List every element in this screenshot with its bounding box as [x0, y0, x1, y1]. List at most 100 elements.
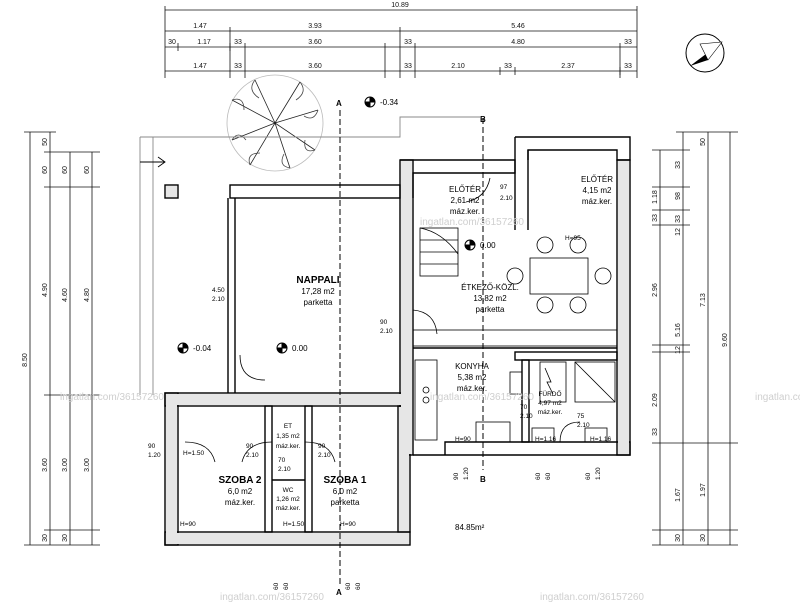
room-floor: máz.ker.	[582, 197, 612, 206]
room-floor: máz.ker.	[276, 443, 301, 450]
dim-r3-7: 2.37	[561, 63, 575, 70]
opening-dim: 70	[278, 457, 286, 464]
dim-right-j3: 2.96	[652, 283, 659, 297]
dim-right-i1: 33	[675, 161, 682, 169]
opening-dim: 90	[380, 319, 388, 326]
dim-right-i6: 12	[675, 346, 682, 354]
opening-dim: 2.10	[246, 452, 259, 459]
dim-right-m2: 7.13	[700, 293, 707, 307]
bathroom-fixtures-icon	[531, 361, 616, 443]
room-area: 1,35 m2	[276, 433, 300, 440]
dim-right-j1: 1.18	[652, 190, 659, 204]
opening-dim: 75	[577, 413, 585, 420]
dim-r2-3: 33	[234, 39, 242, 46]
svg-text:60: 60	[545, 472, 552, 480]
dim-left-m5: 30	[42, 534, 49, 542]
dim-r2-4: 3.60	[308, 39, 322, 46]
stair-icon	[419, 227, 459, 277]
room-name: ELŐTÉR	[581, 175, 613, 184]
watermark: ingatlan.com/3	[755, 392, 800, 403]
dim-left-m3: 4.90	[42, 283, 49, 297]
watermark: ingatlan.com/36157260	[60, 392, 164, 403]
dim-left-i3: 3.00	[62, 458, 69, 472]
dim-left-m4: 3.60	[42, 458, 49, 472]
dim-right-m1: 50	[700, 138, 707, 146]
dim-left-i1: 60	[62, 166, 69, 174]
room-name: KONYHA	[455, 362, 489, 371]
right-dimensions	[652, 131, 738, 546]
room-area: 6,0 m2	[333, 487, 358, 496]
room-name: ET	[284, 423, 292, 430]
section-marker-a-bottom: A	[336, 588, 342, 597]
opening-dim: 90	[246, 443, 254, 450]
terrace-stair-icon	[140, 156, 166, 168]
dim-left-i4: 30	[62, 534, 69, 542]
elevation-label: -0.34	[380, 98, 399, 107]
room-floor: parketta	[304, 298, 333, 307]
dim-r2-2: 1.17	[197, 39, 211, 46]
dim-right-i4: 12	[675, 228, 682, 236]
room-konyha: KONYHA 5,38 m2 máz.ker.	[455, 362, 489, 393]
room-area: 4,15 m2	[583, 186, 612, 195]
dim-top-3: 5.46	[511, 23, 525, 30]
svg-text:1.20: 1.20	[463, 467, 470, 480]
doors	[184, 177, 581, 463]
opening-dim: 2.10	[520, 413, 533, 420]
opening-dim: 97	[500, 184, 508, 191]
room-name: ÉTKEZŐ-KÖZL.	[461, 283, 519, 292]
elevation-label: 0.00	[480, 241, 496, 250]
section-marker-b-top: B	[480, 115, 486, 124]
kitchen-counter-icon	[412, 329, 618, 443]
room-szoba-2: SZOBA 2 6,0 m2 máz.ker.	[219, 475, 262, 507]
svg-text:60: 60	[345, 582, 352, 590]
dim-right-j4: 2.09	[652, 393, 659, 407]
room-wc: WC 1,26 m2 máz.ker.	[276, 487, 301, 512]
dim-left-j3: 3.00	[84, 458, 91, 472]
section-marker-a-top: A	[336, 99, 342, 108]
dim-r2-7: 33	[624, 39, 632, 46]
dim-r2-1: 30	[168, 39, 176, 46]
svg-text:60: 60	[535, 472, 542, 480]
dim-r3-2: 33	[234, 63, 242, 70]
svg-text:60: 60	[283, 582, 290, 590]
room-area: 1,26 m2	[276, 496, 300, 503]
dim-r3-8: 33	[624, 63, 632, 70]
dim-left-m1: 50	[42, 138, 49, 146]
window-height: H=90	[340, 521, 356, 528]
svg-text:90: 90	[453, 472, 460, 480]
room-floor: máz.ker.	[450, 207, 480, 216]
room-area: 2,61 m2	[451, 196, 480, 205]
room-name: FÜRDŐ	[538, 389, 561, 398]
room-nappali: NAPPALI 17,28 m2 parketta	[296, 275, 339, 307]
room-area: 4,97 m2	[538, 400, 562, 407]
room-name: NAPPALI	[296, 275, 339, 286]
dim-top-2: 3.93	[308, 23, 322, 30]
room-area: 13,82 m2	[473, 294, 507, 303]
svg-text:60: 60	[355, 582, 362, 590]
dim-r3-5: 2.10	[451, 63, 465, 70]
room-etkezo: ÉTKEZŐ-KÖZL. 13,82 m2 parketta	[461, 283, 519, 314]
north-arrow-icon	[685, 33, 725, 73]
opening-dim: 2.10	[500, 195, 513, 202]
dim-right-m3: 1.97	[700, 483, 707, 497]
dim-right-i8: 30	[675, 534, 682, 542]
elevation-icon	[464, 239, 476, 251]
room-name: SZOBA 2	[219, 475, 262, 486]
opening-dim: 90	[148, 443, 156, 450]
dim-right-i7: 1.67	[675, 488, 682, 502]
dim-r3-1: 1.47	[193, 63, 207, 70]
dim-left-m2: 60	[42, 166, 49, 174]
window-height: H=90	[180, 521, 196, 528]
elevation-icon	[276, 342, 288, 354]
dim-r2-6: 4.80	[511, 39, 525, 46]
opening-dim: 1.20	[148, 452, 161, 459]
watermark: ingatlan.com/36157260	[430, 392, 534, 403]
opening-dim: 2.10	[318, 452, 331, 459]
dim-right-i5: 5.16	[675, 323, 682, 337]
terrace-outline	[139, 116, 480, 395]
dim-r3-4: 33	[404, 63, 412, 70]
elevation-markers	[177, 96, 476, 354]
svg-text:60: 60	[273, 582, 280, 590]
opening-dim: 2.10	[278, 466, 291, 473]
dim-right-i3: 33	[675, 215, 682, 223]
